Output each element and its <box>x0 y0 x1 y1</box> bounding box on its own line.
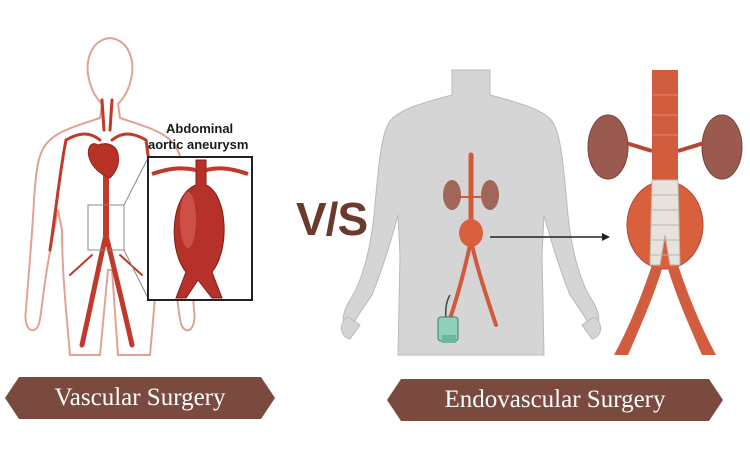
vascular-surgery-banner: Vascular Surgery <box>5 377 275 419</box>
catheter-device-icon <box>437 294 459 343</box>
aneurysm-label-line2: aortic aneurysm <box>148 137 248 152</box>
endovascular-surgery-banner: Endovascular Surgery <box>387 379 723 421</box>
vascular-surgery-label: Vascular Surgery <box>54 384 226 411</box>
figure-aorta <box>446 152 498 327</box>
figure-aneurysm <box>459 219 483 247</box>
aneurysm-label-line1: Abdominal <box>166 121 233 136</box>
arrow-icon <box>490 233 610 241</box>
endovascular-surgery-label: Endovascular Surgery <box>444 386 666 413</box>
aneurysm-inset <box>147 156 253 301</box>
kidney-left <box>443 180 461 210</box>
vascular-surgery-illustration: Abdominal aortic aneurysm <box>0 0 300 370</box>
zoom-region-box <box>87 204 125 251</box>
stent-graft-detail <box>587 70 743 355</box>
vs-label: V/S <box>296 193 368 245</box>
endovascular-surgery-illustration <box>330 55 750 375</box>
kidney-right <box>481 180 499 210</box>
heart-icon <box>87 143 119 179</box>
arterial-tree <box>48 98 162 348</box>
